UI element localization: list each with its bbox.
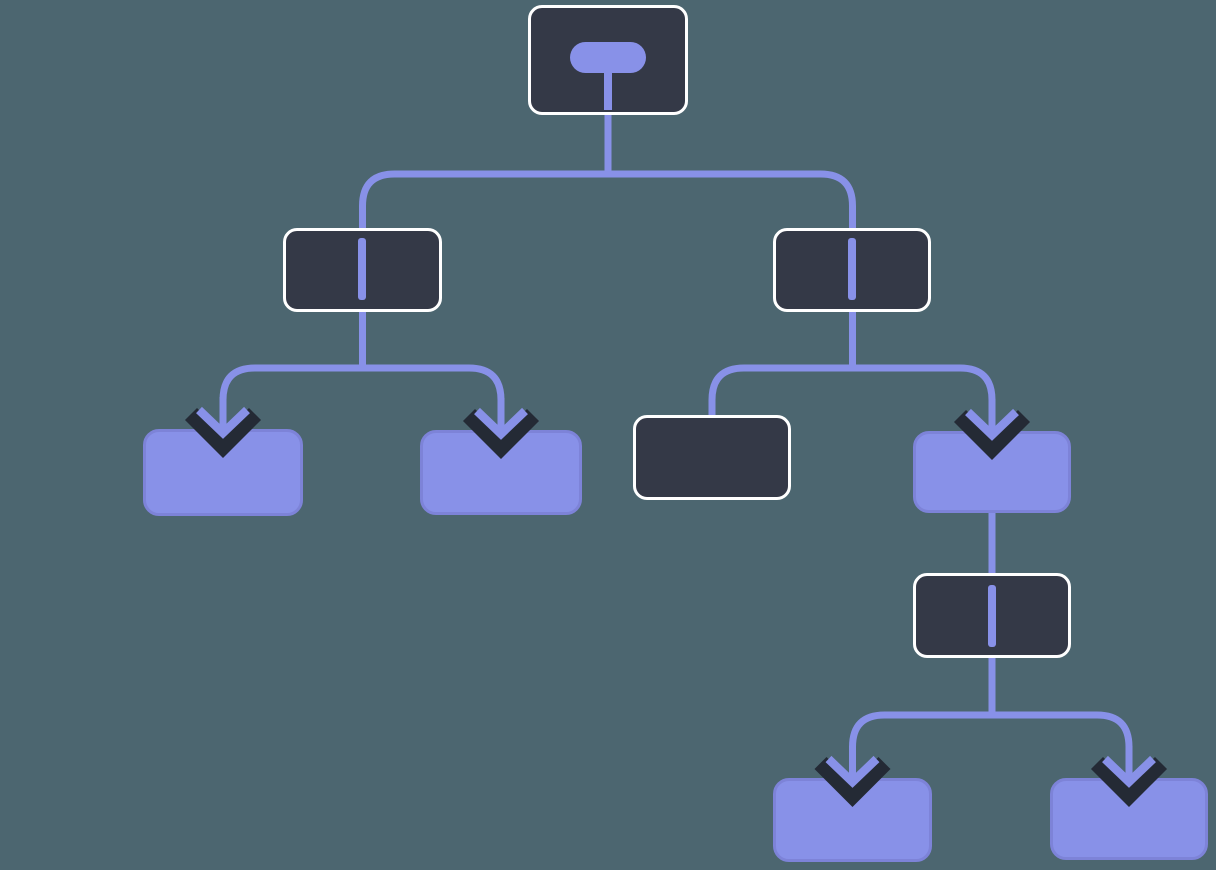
node-branch-sub [913,573,1071,658]
node-leaf-left-2 [420,430,582,515]
pill-icon [570,42,646,73]
node-branch-right [773,228,931,312]
edge-right-branches [708,364,996,417]
node-leaf-left-1 [143,429,303,516]
edge-bottom-branches [849,711,1133,763]
node-child-right-2 [913,431,1071,513]
vertical-line-icon [848,238,856,300]
node-branch-left [283,228,442,312]
edge-left-branches [219,364,505,412]
vertical-line-icon [988,585,996,647]
node-child-right-1 [633,415,791,500]
edge-root-branches [359,170,856,231]
node-leaf-bottom-2 [1050,778,1208,860]
pill-stem-icon [604,71,612,110]
node-root [528,5,688,115]
vertical-line-icon [358,238,366,300]
node-leaf-bottom-1 [773,778,932,862]
